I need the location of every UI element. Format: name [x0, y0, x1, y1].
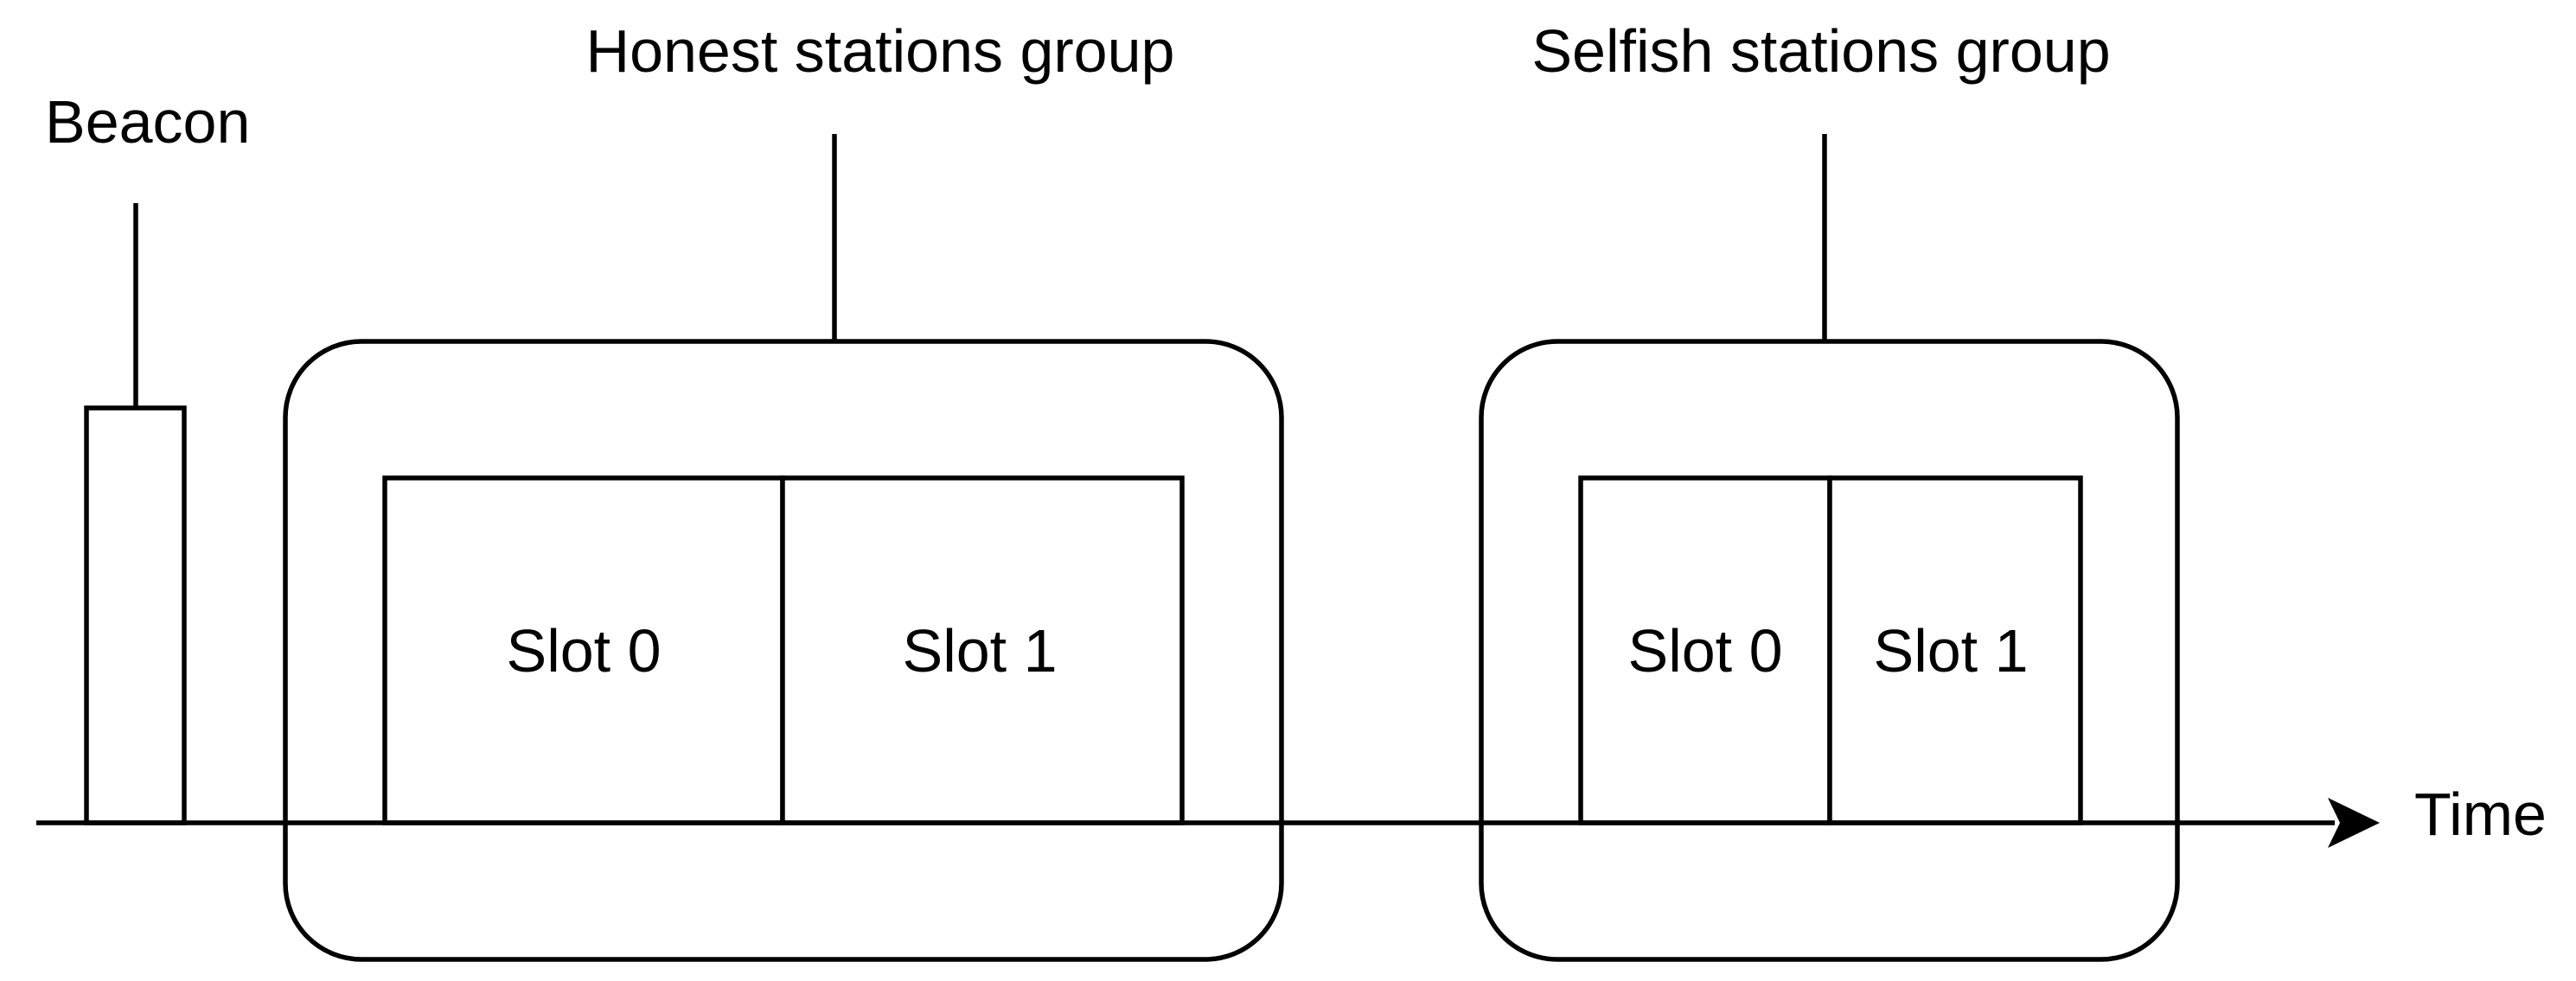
- honest-slot-0-label: Slot 0: [507, 617, 662, 685]
- beacon-box: [84, 405, 187, 825]
- beacon-label: Beacon: [45, 88, 250, 156]
- selfish-slot-0-box: [1578, 475, 1832, 825]
- time-axis-arrowhead: [2328, 798, 2380, 848]
- time-label: Time: [2414, 780, 2547, 848]
- selfish-slot-1: Slot 1: [1827, 475, 2083, 825]
- selfish-slot-0-label: Slot 0: [1628, 617, 1783, 685]
- selfish-group-label: Selfish stations group: [1531, 17, 2110, 85]
- honest-slot-0: Slot 0: [382, 475, 785, 825]
- honest-slot-1-label: Slot 1: [903, 617, 1058, 685]
- honest-slot-1: Slot 1: [780, 475, 1185, 825]
- honest-group-label: Honest stations group: [586, 17, 1175, 85]
- selfish-slot-1-label: Slot 1: [1874, 617, 2029, 685]
- honest-group-container: [283, 339, 1284, 962]
- selfish-group-container: [1479, 339, 2180, 962]
- honest-slot-1-box: [780, 475, 1185, 825]
- selfish-slot-0: Slot 0: [1578, 475, 1832, 825]
- honest-slot-0-box: [382, 475, 785, 825]
